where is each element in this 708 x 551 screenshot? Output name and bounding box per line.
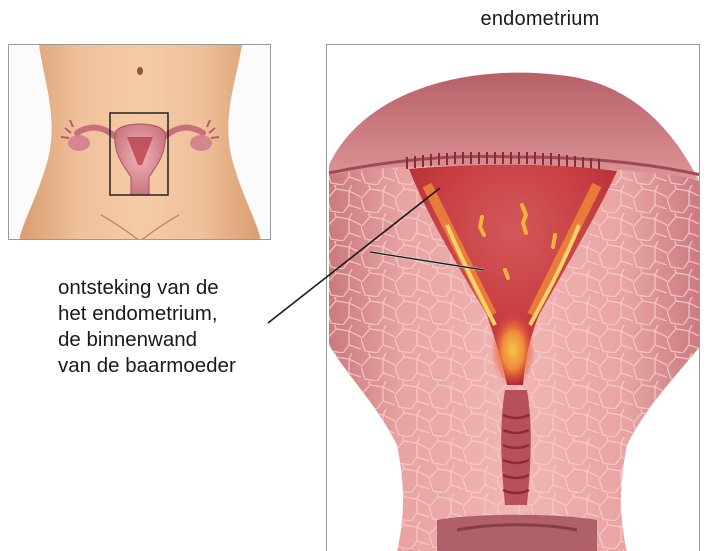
caption-line: van de baarmoeder	[58, 353, 236, 379]
uterus-cross-section-icon	[327, 45, 700, 551]
caption-line: de binnenwand	[58, 327, 236, 353]
female-torso-with-uterus-icon	[9, 45, 271, 240]
inflammation-caption: ontsteking van de het endometrium, de bi…	[58, 275, 236, 379]
diagram-title: endometrium	[430, 8, 650, 31]
uterus-cross-section	[326, 44, 700, 551]
caption-line: ontsteking van de	[58, 275, 236, 301]
torso-inset	[8, 44, 271, 240]
caption-line: het endometrium,	[58, 301, 236, 327]
